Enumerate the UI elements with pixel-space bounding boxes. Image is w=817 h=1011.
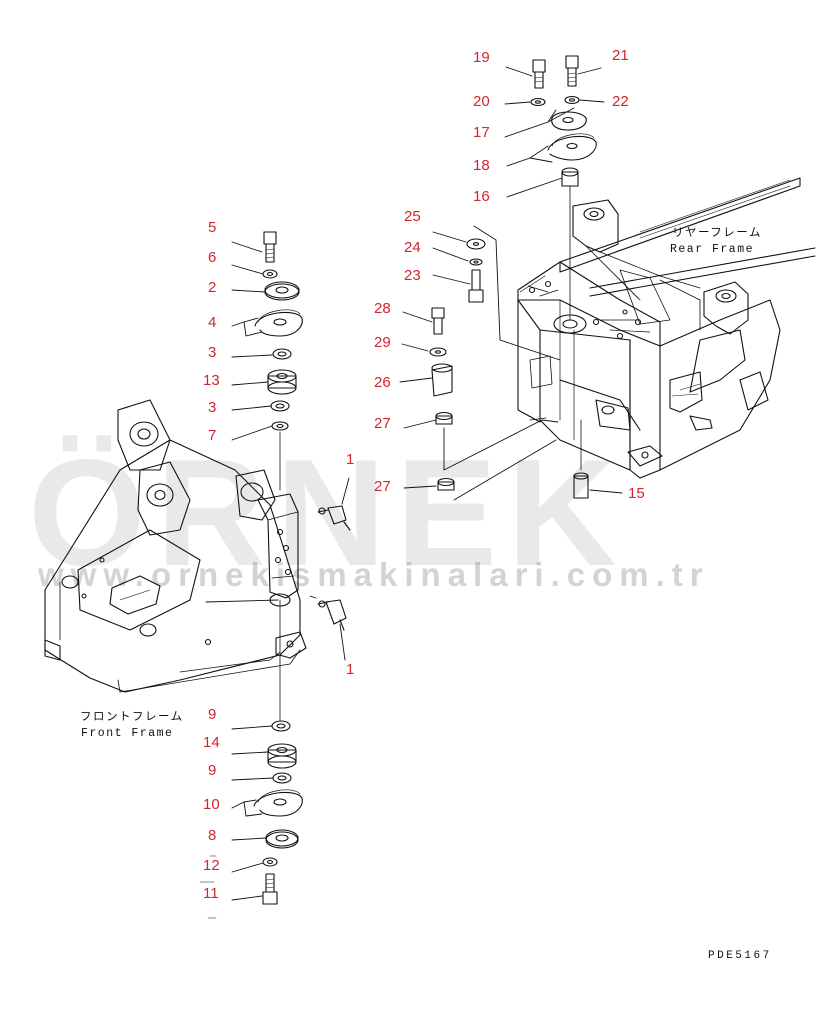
watermark-url: www.ornekismakinalari.com.tr bbox=[38, 556, 710, 593]
callout-26: 26 bbox=[374, 374, 391, 391]
callout-12: 12 bbox=[203, 857, 220, 874]
front-frame-label-en: Front Frame bbox=[81, 727, 174, 740]
callout-22: 22 bbox=[612, 93, 629, 110]
front-frame-drawing bbox=[44, 399, 307, 693]
callout-24: 24 bbox=[404, 239, 421, 256]
callout-4: 4 bbox=[208, 314, 217, 331]
callout-27-upper: 27 bbox=[374, 415, 391, 432]
callout-8: 8 bbox=[208, 827, 217, 844]
callout-27-lower: 27 bbox=[374, 478, 391, 495]
callout-17: 17 bbox=[473, 124, 490, 141]
callout-10: 10 bbox=[203, 796, 220, 813]
callout-21: 21 bbox=[612, 47, 629, 64]
callout-28: 28 bbox=[374, 300, 391, 317]
callout-11: 11 bbox=[203, 885, 219, 902]
callout-1-lower: 1 bbox=[346, 661, 355, 678]
rear-upper-parts bbox=[530, 55, 597, 321]
callout-3-upper: 3 bbox=[208, 344, 217, 361]
drawing-code: PDE5167 bbox=[708, 950, 772, 962]
callout-23: 23 bbox=[404, 267, 421, 284]
callout-19: 19 bbox=[473, 49, 490, 66]
callout-3-lower: 3 bbox=[208, 399, 217, 416]
callout-29: 29 bbox=[374, 334, 391, 351]
callout-16: 16 bbox=[473, 188, 490, 205]
callout-7: 7 bbox=[208, 427, 217, 444]
rear-frame-label-en: Rear Frame bbox=[670, 243, 755, 256]
callout-13: 13 bbox=[203, 372, 220, 389]
callout-9-lower: 9 bbox=[208, 762, 217, 779]
callout-2: 2 bbox=[208, 279, 217, 296]
rear-frame-label-jp: リヤーフレーム bbox=[672, 227, 762, 240]
callout-14: 14 bbox=[203, 734, 220, 751]
grease-fittings bbox=[309, 505, 351, 631]
front-lower-stack bbox=[253, 593, 303, 905]
watermark-brand: ÖRNEK bbox=[28, 428, 627, 598]
callout-1-upper: 1 bbox=[346, 451, 355, 468]
callout-9-upper: 9 bbox=[208, 706, 217, 723]
leader-lines bbox=[199, 66, 623, 919]
front-upper-stack bbox=[254, 231, 303, 491]
callout-20: 20 bbox=[473, 93, 490, 110]
callout-5: 5 bbox=[208, 219, 217, 236]
callout-18: 18 bbox=[473, 157, 490, 174]
callout-25: 25 bbox=[404, 208, 421, 225]
rear-small-parts bbox=[429, 238, 589, 499]
front-frame-label-jp: フロントフレーム bbox=[80, 711, 184, 724]
callout-6: 6 bbox=[208, 249, 217, 266]
rear-frame-drawing bbox=[517, 177, 816, 479]
callout-15: 15 bbox=[628, 485, 645, 502]
